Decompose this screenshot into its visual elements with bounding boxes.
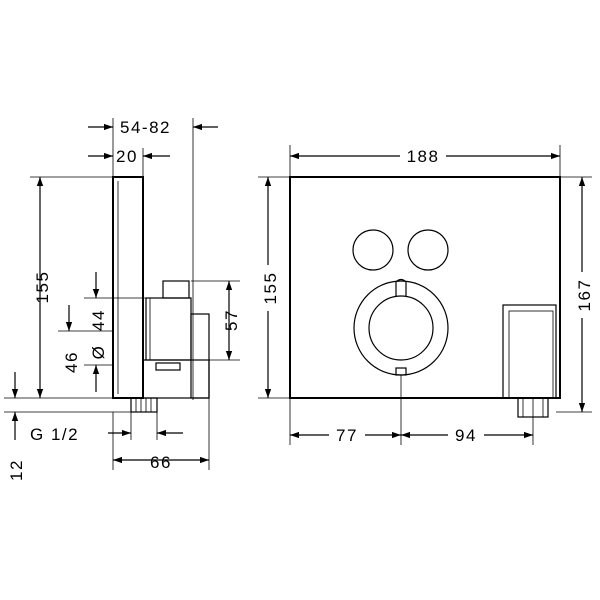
dim-46: 46	[62, 351, 81, 373]
dim-77: 77	[336, 426, 358, 445]
front-cover-plate	[289, 176, 561, 399]
shower-holder	[502, 304, 557, 399]
dim-20: 20	[116, 147, 138, 166]
push-button-right	[407, 229, 449, 271]
side-body-block	[145, 297, 192, 361]
thermostat-knob-inner	[368, 295, 434, 361]
front-view	[289, 176, 561, 418]
dim-12: 12	[7, 459, 26, 481]
side-outlet-fitting	[130, 397, 158, 413]
thermostat-knob-outer	[353, 280, 449, 376]
dim-diameter-symbol: Ø	[89, 345, 108, 360]
side-dimension-lines	[4, 118, 240, 470]
dim-thread: G 1/2	[30, 425, 79, 444]
dim-188: 188	[407, 147, 440, 166]
dim-54-82: 54-82	[120, 118, 171, 137]
push-button-left	[352, 229, 394, 271]
side-view	[112, 176, 210, 413]
dim-44: 44	[89, 309, 108, 331]
dim-side-155: 155	[33, 271, 52, 304]
front-dimension-lines	[258, 145, 592, 445]
dim-57: 57	[222, 309, 241, 331]
side-cover-plate	[112, 176, 144, 399]
dim-94: 94	[455, 426, 477, 445]
dim-167: 167	[575, 279, 594, 312]
dim-front-155: 155	[261, 272, 280, 305]
dim-66: 66	[150, 453, 172, 472]
